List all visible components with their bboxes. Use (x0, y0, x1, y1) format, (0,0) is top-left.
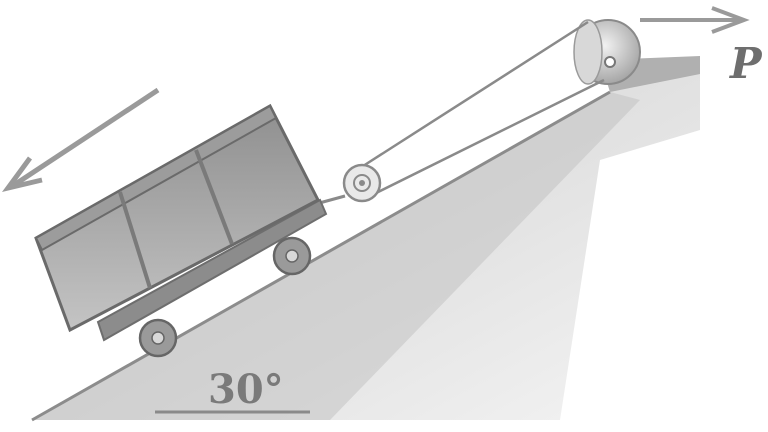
rope-upper (359, 20, 589, 170)
cart-wheel-front (272, 236, 312, 276)
angle-label: 30° (208, 366, 284, 413)
pulley-icon (573, 19, 641, 85)
pulley-icon (342, 163, 382, 203)
incline-edge (31, 90, 611, 422)
cart-rib (194, 149, 234, 245)
cart-rib (118, 191, 152, 289)
incline-shading (32, 92, 640, 420)
cart-chassis (96, 198, 328, 342)
arrow-right-icon (640, 6, 750, 34)
force-label: P (729, 39, 763, 88)
cart-wheel-rear (138, 318, 178, 358)
cart-rim (34, 104, 278, 252)
rope-lower (361, 78, 605, 202)
arrow-down-left-icon (1, 87, 160, 192)
ore-cart (34, 103, 328, 358)
